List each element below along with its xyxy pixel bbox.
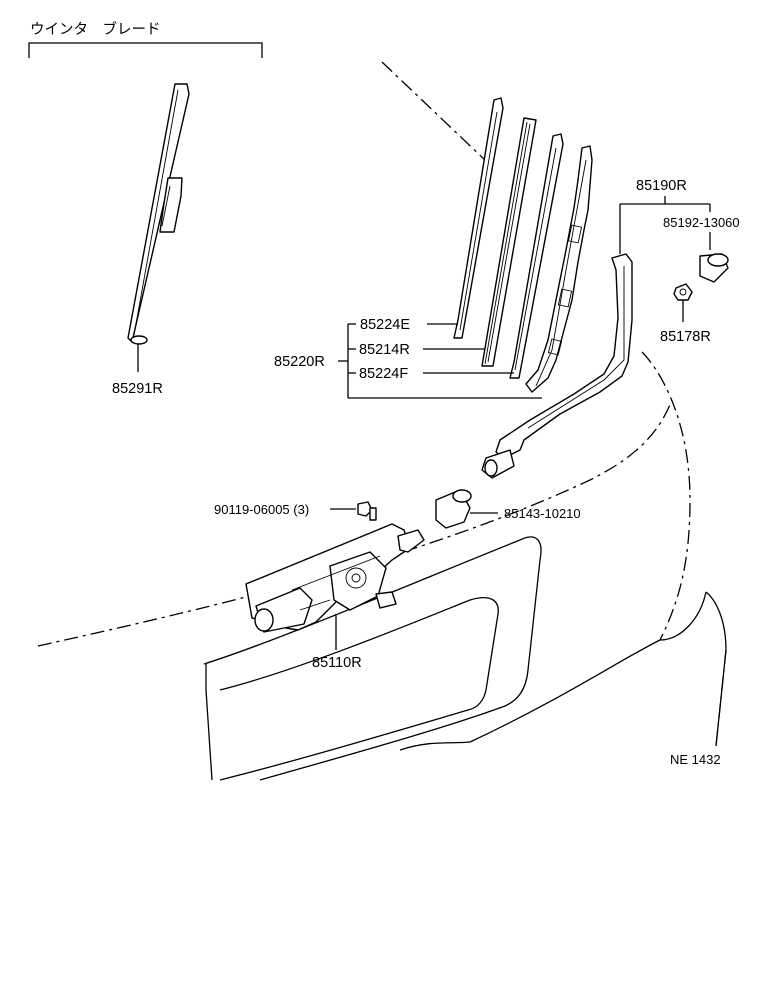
- label-90119-06005: 90119-06005 (3): [214, 502, 309, 517]
- blade-assy-bracket: [338, 323, 542, 399]
- blade-85224E-drawing: [453, 97, 504, 339]
- label-85110R: 85110R: [312, 655, 362, 671]
- figure-code: NE 1432: [670, 752, 721, 767]
- label-85178R: 85178R: [660, 329, 711, 345]
- winter-blade-85291R-drawing: [127, 83, 190, 372]
- arm-bracket: [619, 196, 711, 254]
- label-85291R: 85291R: [112, 381, 163, 397]
- wiper-motor-85110R-drawing: [245, 523, 425, 650]
- rubber-85214R-drawing: [481, 117, 537, 367]
- nut-85178R-drawing: [673, 283, 693, 322]
- winter-blade-bracket: [28, 42, 263, 58]
- header-label: ウインタ ブレード: [30, 20, 161, 38]
- bolt-90119-drawing: [330, 501, 377, 521]
- label-85220R: 85220R: [274, 354, 325, 370]
- seal-85143-drawing: [435, 489, 498, 529]
- cap-85192-drawing: [699, 232, 729, 283]
- blade-frame-drawing: [525, 145, 593, 393]
- label-85143-10210: 85143-10210: [504, 506, 581, 521]
- label-85224F: 85224F: [359, 366, 408, 382]
- label-85214R: 85214R: [359, 342, 410, 358]
- window-outline: [381, 61, 486, 161]
- body-outline: [37, 351, 727, 781]
- wiper-arm-85190R-drawing: [481, 253, 633, 479]
- blade-85224F-drawing: [509, 133, 564, 379]
- label-85190R: 85190R: [636, 178, 687, 194]
- label-85224E: 85224E: [360, 317, 410, 333]
- label-85192-13060: 85192-13060: [663, 215, 740, 230]
